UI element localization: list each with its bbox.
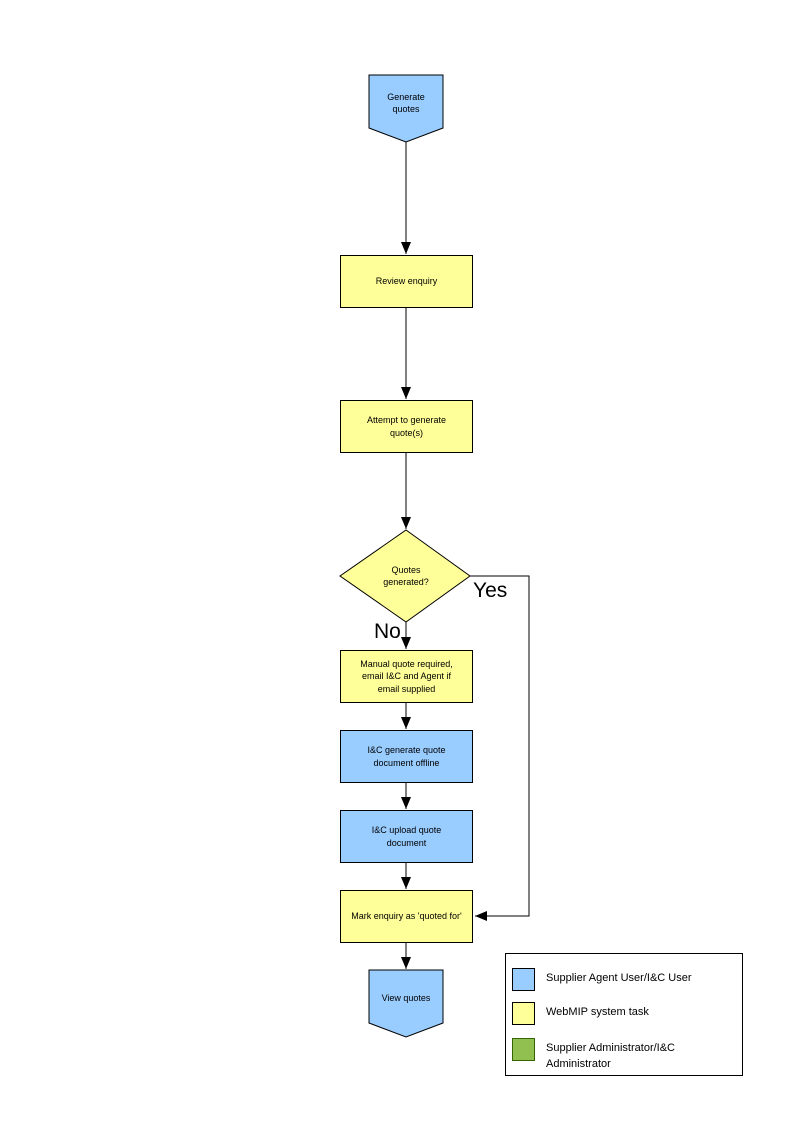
legend-item-agent-user: Supplier Agent User/I&C User	[512, 968, 724, 991]
no-branch-label: No	[374, 620, 401, 643]
decision-label: Quotes generated?	[346, 546, 466, 606]
legend-swatch-green	[512, 1038, 535, 1061]
node-label: Manual quote required, email I&C and Age…	[360, 659, 453, 694]
node-attempt-generate: Attempt to generate quote(s)	[340, 400, 473, 453]
node-manual-quote-required: Manual quote required, email I&C and Age…	[340, 650, 473, 703]
node-label: Review enquiry	[375, 276, 438, 287]
legend-label: Supplier Administrator/I&C Administrator	[546, 1042, 675, 1070]
legend-label: WebMIP system task	[546, 1006, 649, 1018]
node-label: I&C generate quote document offline	[367, 745, 446, 768]
end-terminator-shape	[368, 969, 444, 1038]
node-label: View quotes	[381, 992, 431, 1003]
start-terminator-shape	[368, 74, 444, 143]
node-label: Generate quotes	[387, 91, 425, 114]
legend-label: Supplier Agent User/I&C User	[546, 972, 692, 984]
legend-swatch-yellow	[512, 1002, 535, 1025]
legend-swatch-blue	[512, 968, 535, 991]
edge-decision-mark-yes	[470, 575, 530, 921]
node-upload-quote-document: I&C upload quote document	[340, 810, 473, 863]
node-label: Quotes generated?	[383, 564, 429, 587]
yes-branch-label: Yes	[473, 579, 508, 602]
node-label: Attempt to generate quote(s)	[366, 415, 447, 438]
node-label: I&C upload quote document	[371, 825, 442, 848]
node-review-enquiry: Review enquiry	[340, 255, 473, 308]
node-mark-enquiry-quoted: Mark enquiry as 'quoted for'	[340, 890, 473, 943]
legend-item-system-task: WebMIP system task	[512, 1002, 724, 1025]
end-terminator-label: View quotes	[369, 970, 443, 1026]
start-terminator-label: Generate quotes	[369, 75, 443, 131]
legend-item-administrator: Supplier Administrator/I&C Administrator	[512, 1038, 724, 1072]
legend: Supplier Agent User/I&C User WebMIP syst…	[505, 953, 743, 1076]
node-generate-quote-offline: I&C generate quote document offline	[340, 730, 473, 783]
node-label: Mark enquiry as 'quoted for'	[351, 911, 462, 922]
